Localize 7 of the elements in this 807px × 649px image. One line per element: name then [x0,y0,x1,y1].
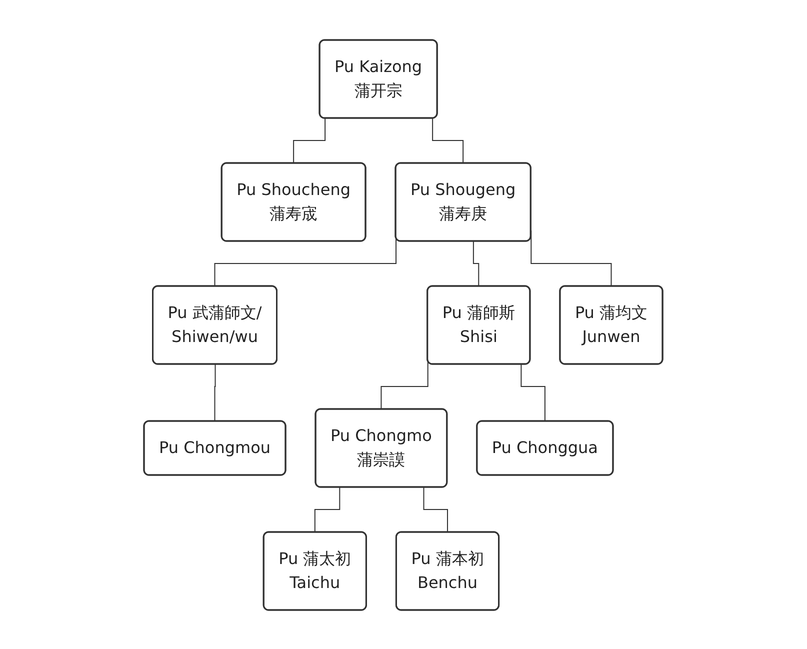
connector [473,240,480,286]
connector [314,486,340,532]
connector [214,364,216,422]
connector [432,118,464,164]
connector [520,364,546,422]
connector [293,118,326,164]
connector [423,486,449,532]
